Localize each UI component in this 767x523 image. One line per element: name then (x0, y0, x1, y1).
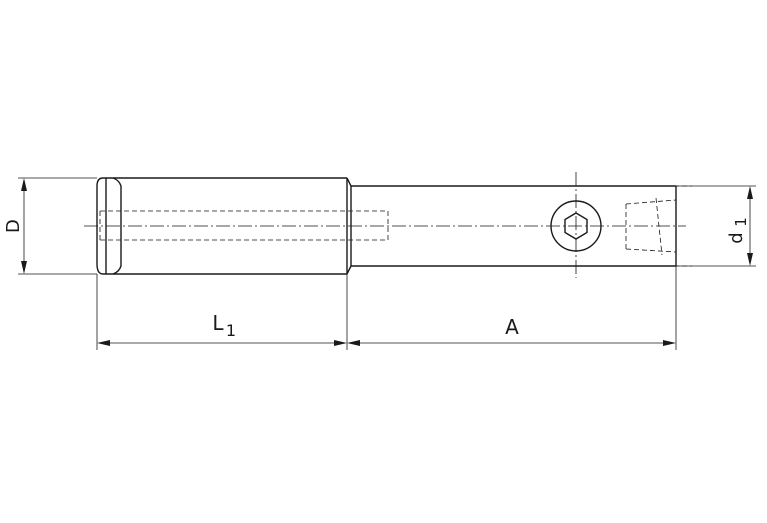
dimension-L1: L 1 (96, 274, 348, 350)
collar-ring (96, 177, 113, 275)
clamp-screw-icon (550, 172, 602, 278)
tool-body (96, 177, 677, 275)
dimension-d1: d 1 (676, 185, 756, 267)
dimension-A: A (347, 266, 677, 350)
label-D: D (3, 219, 24, 233)
label-L1-sub: 1 (226, 321, 236, 340)
label-d1-sub: 1 (732, 217, 750, 227)
dimension-D: D (3, 177, 97, 275)
label-L1-main: L (212, 311, 224, 335)
label-A: A (505, 315, 519, 339)
hidden-bore (99, 210, 389, 241)
label-d1-main: d (726, 232, 747, 243)
